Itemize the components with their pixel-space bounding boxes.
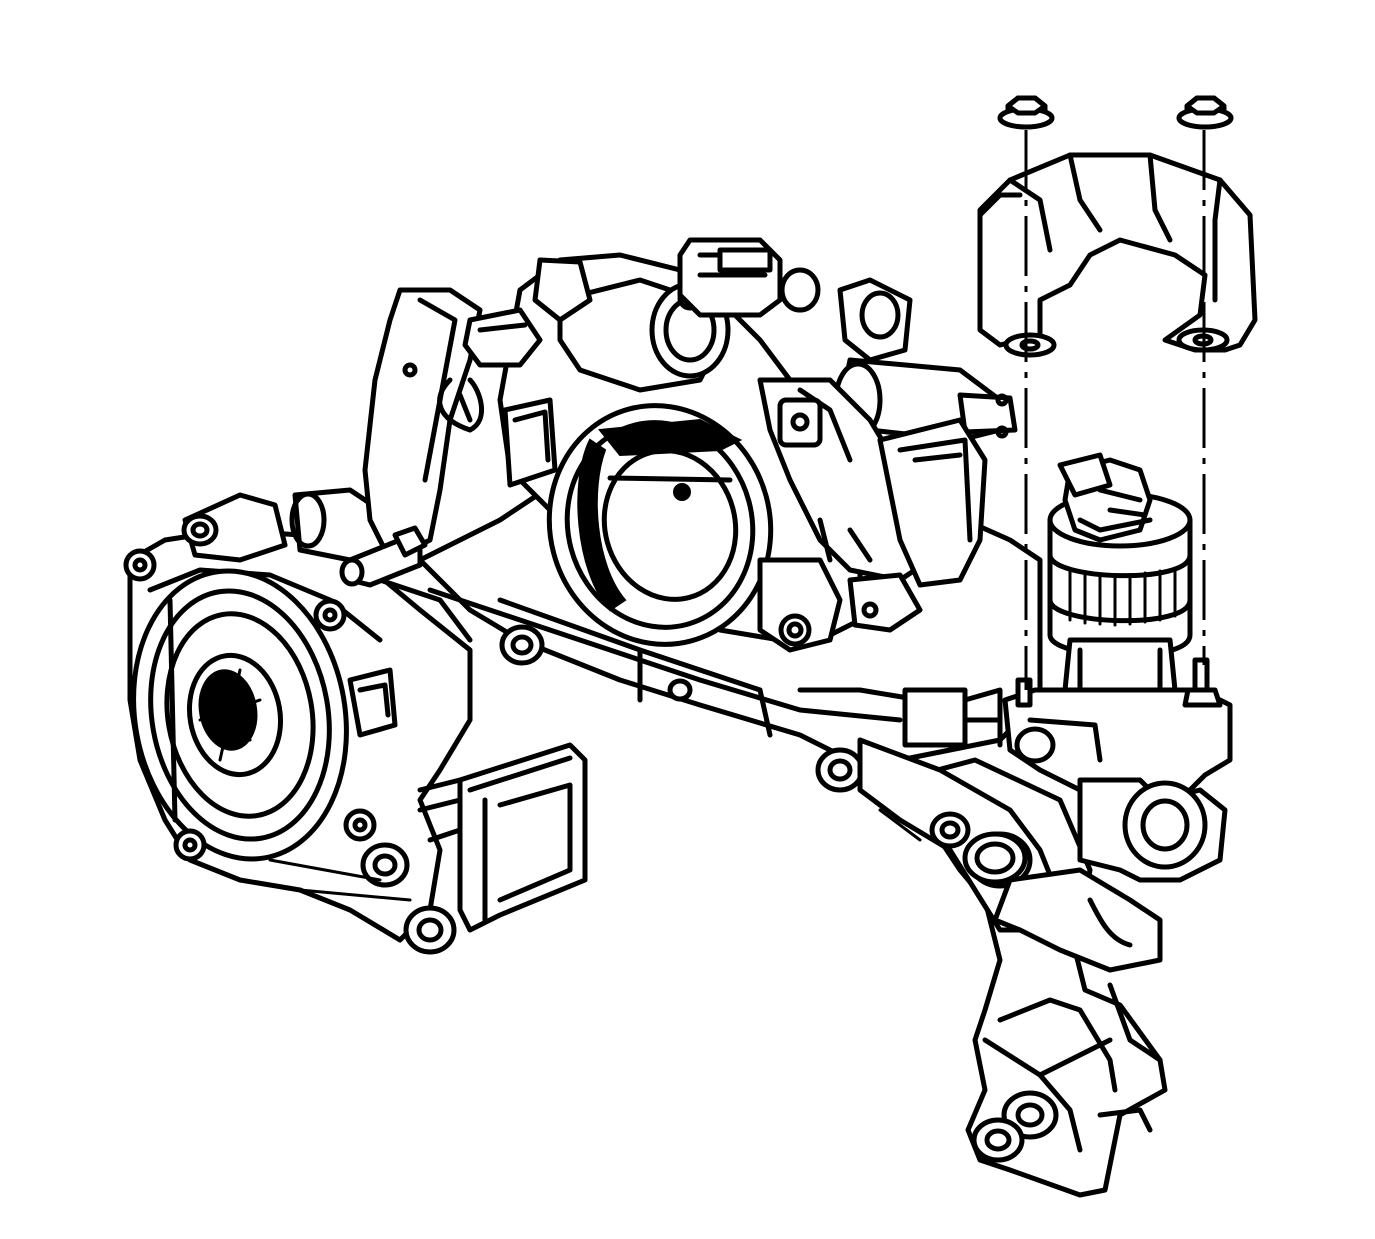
egr-valve [962,452,1233,973]
support-bracket [339,287,485,588]
electrical-module [417,742,588,933]
egr-heat-shield [977,152,1258,353]
throttle-body [462,237,1018,653]
egr-nut-right [1176,95,1234,130]
egr-washer-left [1003,332,1057,358]
egr-nut-left [997,95,1055,130]
water-pump-housing [123,487,473,955]
